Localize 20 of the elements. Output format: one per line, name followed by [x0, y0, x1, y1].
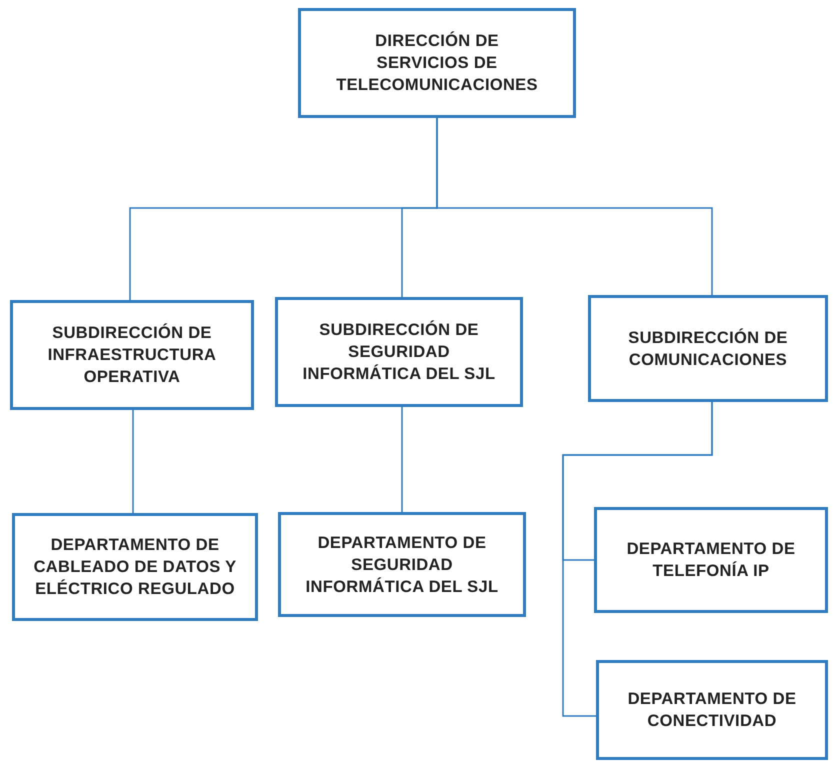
- connector-line: [401, 407, 403, 512]
- org-box: [10, 300, 254, 410]
- unit-name: DEPARTAMENTO DE SEGURIDAD INFORMÁTICA DEL SJL: [304, 532, 500, 598]
- unit-name: DEPARTAMENTO DE CABLEADO DE DATOS Y ELÉCTRICO REGULADO: [32, 535, 238, 600]
- org-box: [12, 513, 258, 621]
- connector-line: [436, 118, 713, 295]
- unit-name: DIRECCIÓN DE SERVICIOS DE TELECOMUNICACIONES: [336, 30, 538, 96]
- unit-name: DEPARTAMENTO DE TELEFONÍA IP: [626, 539, 796, 582]
- org-box: [278, 512, 526, 617]
- unit-name: SUBDIRECCIÓN DE SEGURIDAD INFORMÁTICA DEL SJL: [302, 319, 496, 385]
- unit-name: DEPARTAMENTO DE CONECTIVIDAD: [626, 689, 798, 732]
- org-box: [275, 297, 523, 407]
- org-box: [298, 8, 576, 118]
- org-box: [594, 507, 828, 613]
- connector-line: [132, 410, 134, 513]
- unit-name: SUBDIRECCIÓN DE INFRAESTRUCTURA OPERATIVA: [46, 322, 218, 388]
- org-box: [596, 660, 828, 760]
- org-box: [588, 295, 828, 402]
- connector-line: [562, 402, 713, 717]
- unit-name: SUBDIRECCIÓN DE COMUNICACIONES: [627, 327, 789, 370]
